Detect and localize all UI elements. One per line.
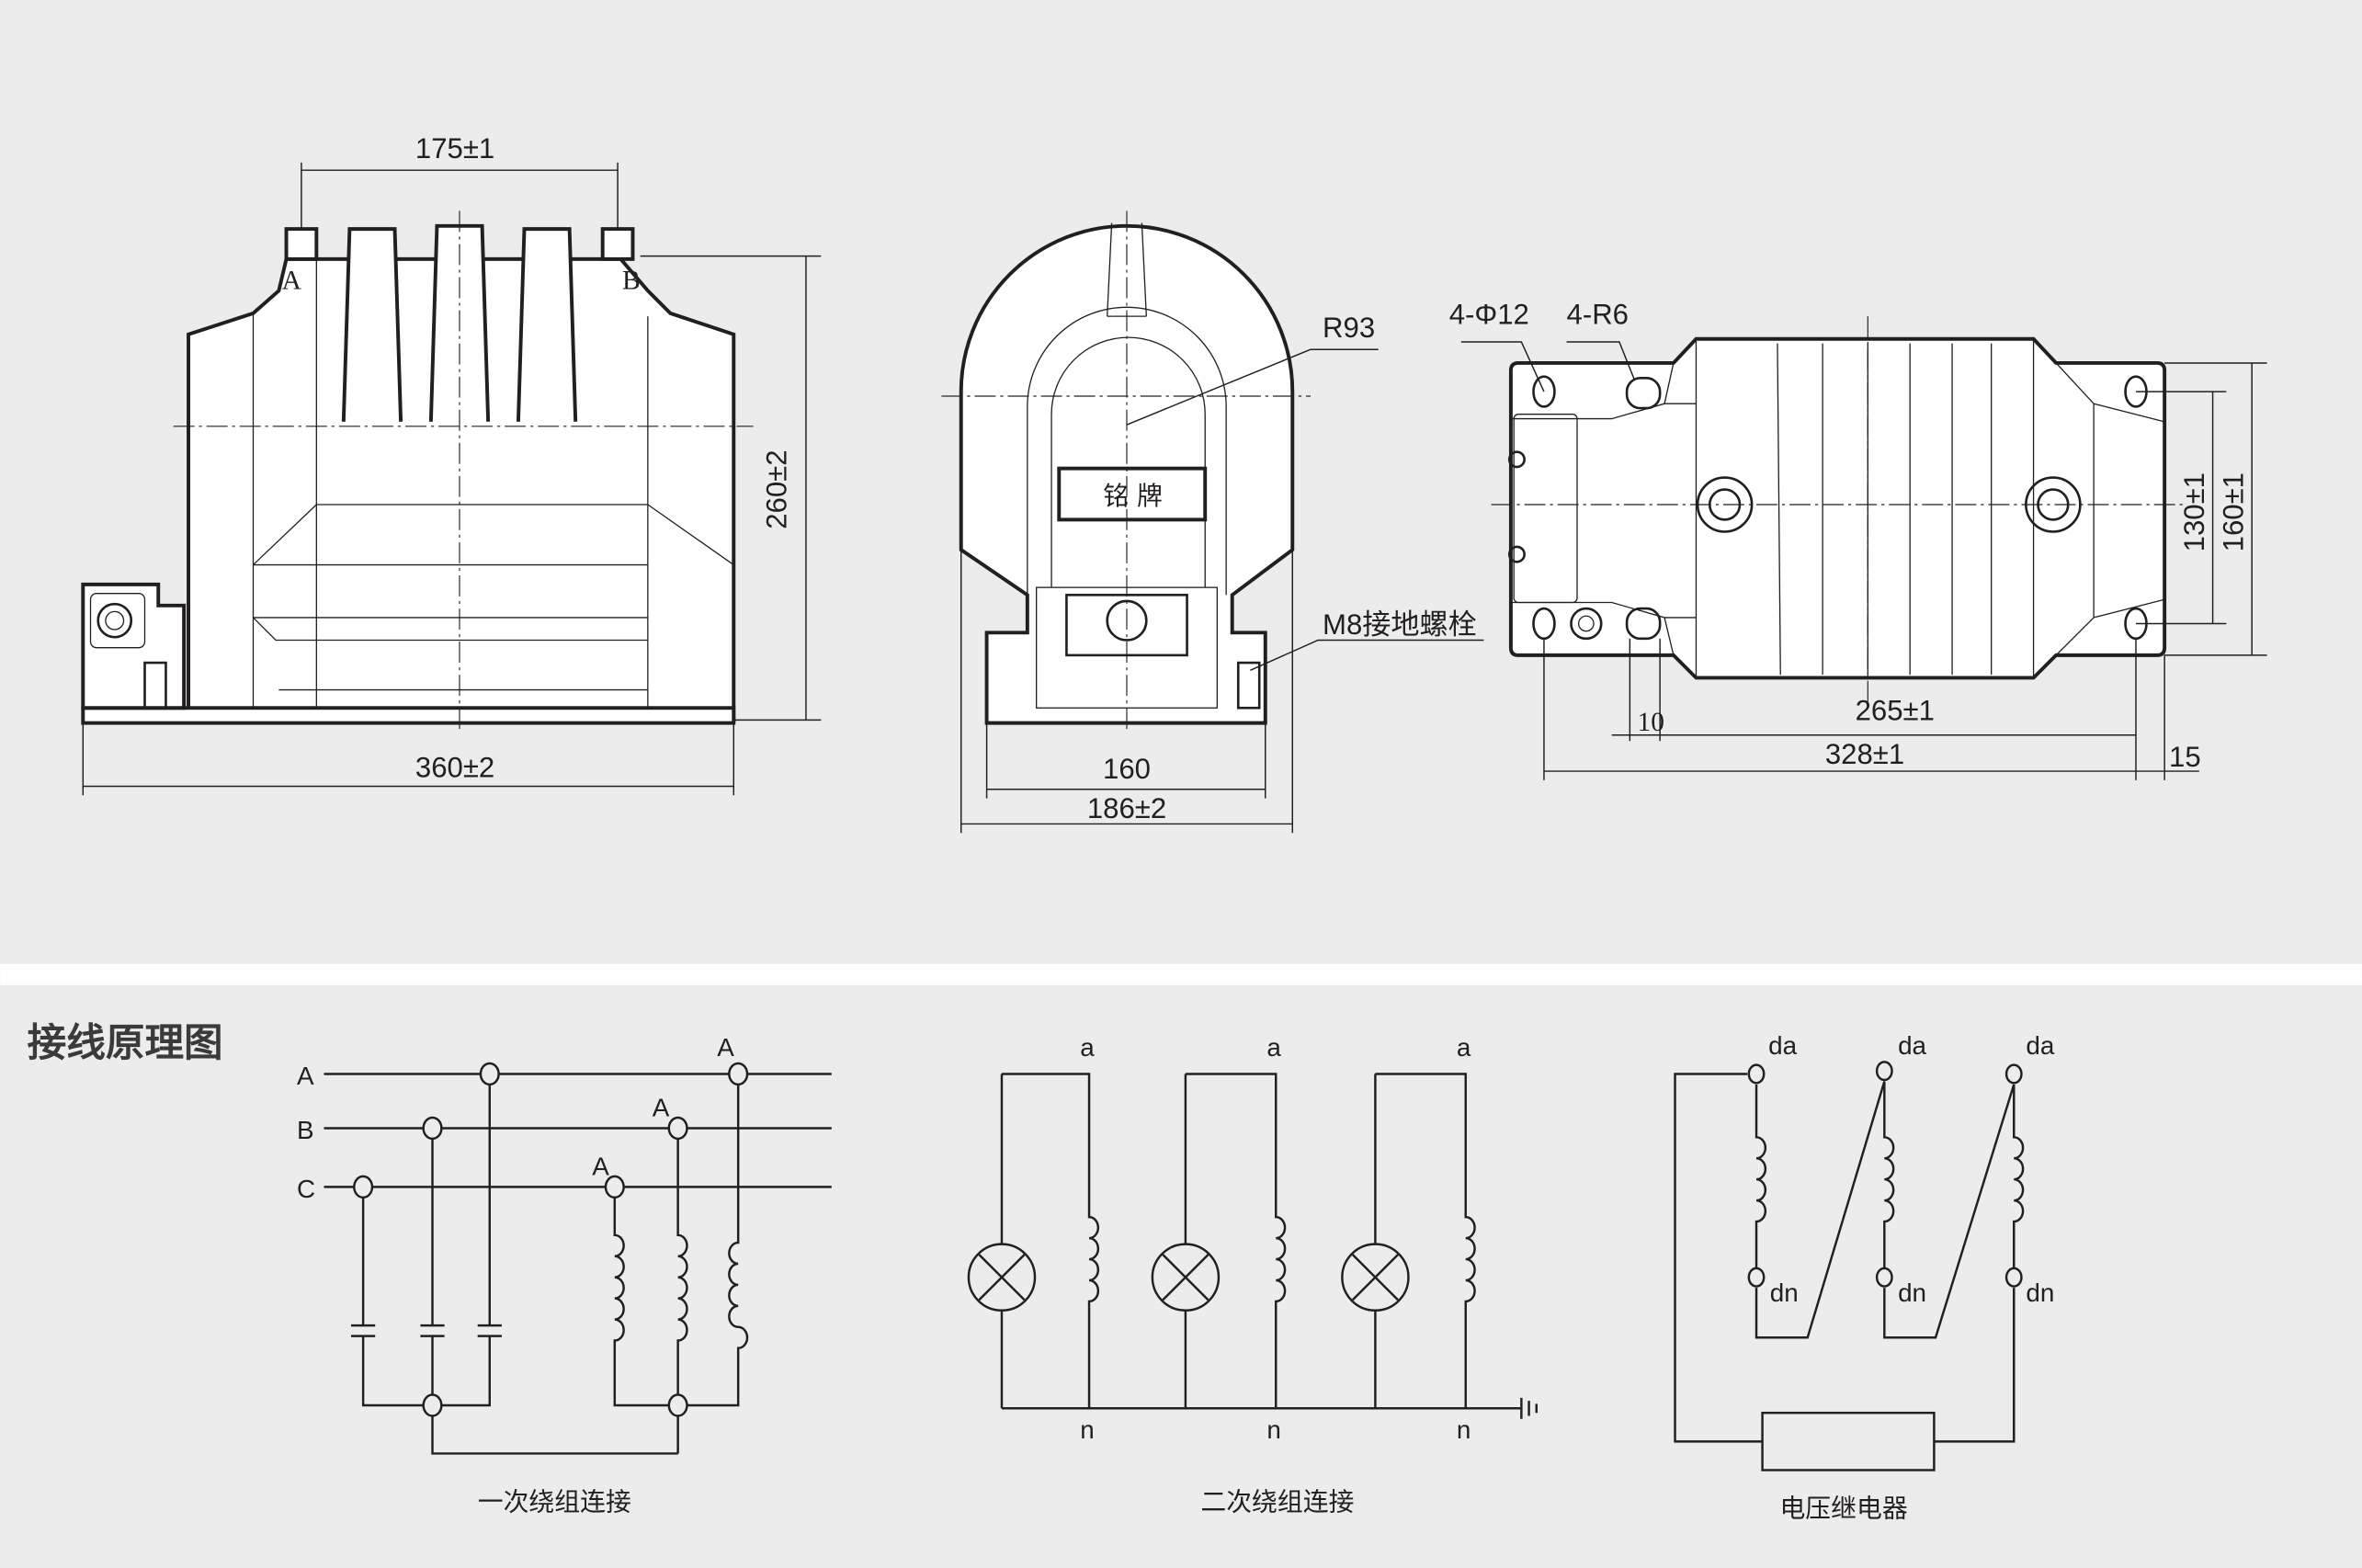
dim-width: 360±2 (415, 752, 494, 784)
relay-box (1761, 1411, 1936, 1471)
primary-caption: 一次绕组连接 (478, 1487, 631, 1517)
dim-slot-width: 10 (1638, 708, 1664, 737)
dim-radius: R93 (1323, 312, 1375, 344)
dim-edge-offset: 15 (2169, 741, 2201, 773)
secondary-top-label: a (1266, 1033, 1281, 1062)
terminal-b-label: B (622, 267, 641, 296)
relay-connection-diagram: da da da dn dn dn 电压继电器 (1674, 1031, 2055, 1523)
phase-label-c: C (297, 1175, 315, 1203)
secondary-top-label: a (1080, 1033, 1095, 1062)
secondary-bottom-label: n (1080, 1415, 1095, 1444)
dim-inner-width: 160 (1103, 753, 1151, 785)
dim-outer-width: 186±2 (1087, 792, 1166, 824)
dim-hole-spacing: 265±1 (1856, 694, 1935, 726)
relay-bottom-label: dn (1770, 1278, 1799, 1307)
secondary-connection-diagram: a a a n n n 二次绕组连接 (967, 1033, 1538, 1517)
dim-terminal-spacing: 175±1 (415, 132, 494, 165)
side-view: 铭 牌 R93 M8接地螺栓 160 186±2 (941, 210, 1484, 834)
dim-base-length: 328±1 (1825, 738, 1904, 770)
terminal-a-label: A (282, 267, 302, 296)
front-view: A B 175±1 260±2 360±2 (81, 132, 822, 796)
phase-label-a: A (297, 1062, 314, 1090)
relay-bottom-label: dn (1898, 1278, 1926, 1307)
top-view: 4-Φ12 4-R6 265±1 328±1 10 15 130±1 160±1 (1449, 298, 2267, 780)
lamp-icon (967, 1243, 1037, 1312)
secondary-bottom-label: n (1266, 1415, 1281, 1444)
dim-base-width: 160±1 (2217, 472, 2249, 551)
secondary-caption: 二次绕组连接 (1200, 1487, 1354, 1517)
relay-caption: 电压继电器 (1779, 1493, 1907, 1523)
section-divider (0, 963, 2362, 985)
relay-top-label: da (2026, 1031, 2054, 1060)
secondary-top-label: a (1457, 1033, 1471, 1062)
lamp-icon (1341, 1243, 1410, 1312)
relay-top-label: da (1898, 1031, 1926, 1060)
lamp-icon (1151, 1243, 1221, 1312)
terminal-label: A (592, 1152, 609, 1180)
wiring-title: 接线原理图 (28, 1020, 223, 1066)
phase-label-b: B (297, 1116, 314, 1144)
secondary-bottom-label: n (1457, 1415, 1471, 1444)
slots-label: 4-R6 (1567, 298, 1629, 330)
terminal-label: A (717, 1033, 734, 1062)
primary-connection-diagram: A B C A A A 一次绕组连接 (297, 1033, 832, 1517)
relay-bottom-label: dn (2026, 1278, 2054, 1307)
holes-label: 4-Φ12 (1449, 298, 1529, 330)
relay-top-label: da (1768, 1031, 1797, 1060)
dim-hole-pitch: 130±1 (2178, 472, 2210, 551)
nameplate-label: 铭 牌 (1103, 481, 1163, 511)
terminal-label: A (653, 1093, 670, 1121)
ground-bolt-label: M8接地螺栓 (1323, 608, 1477, 641)
dim-height: 260±2 (761, 449, 793, 528)
